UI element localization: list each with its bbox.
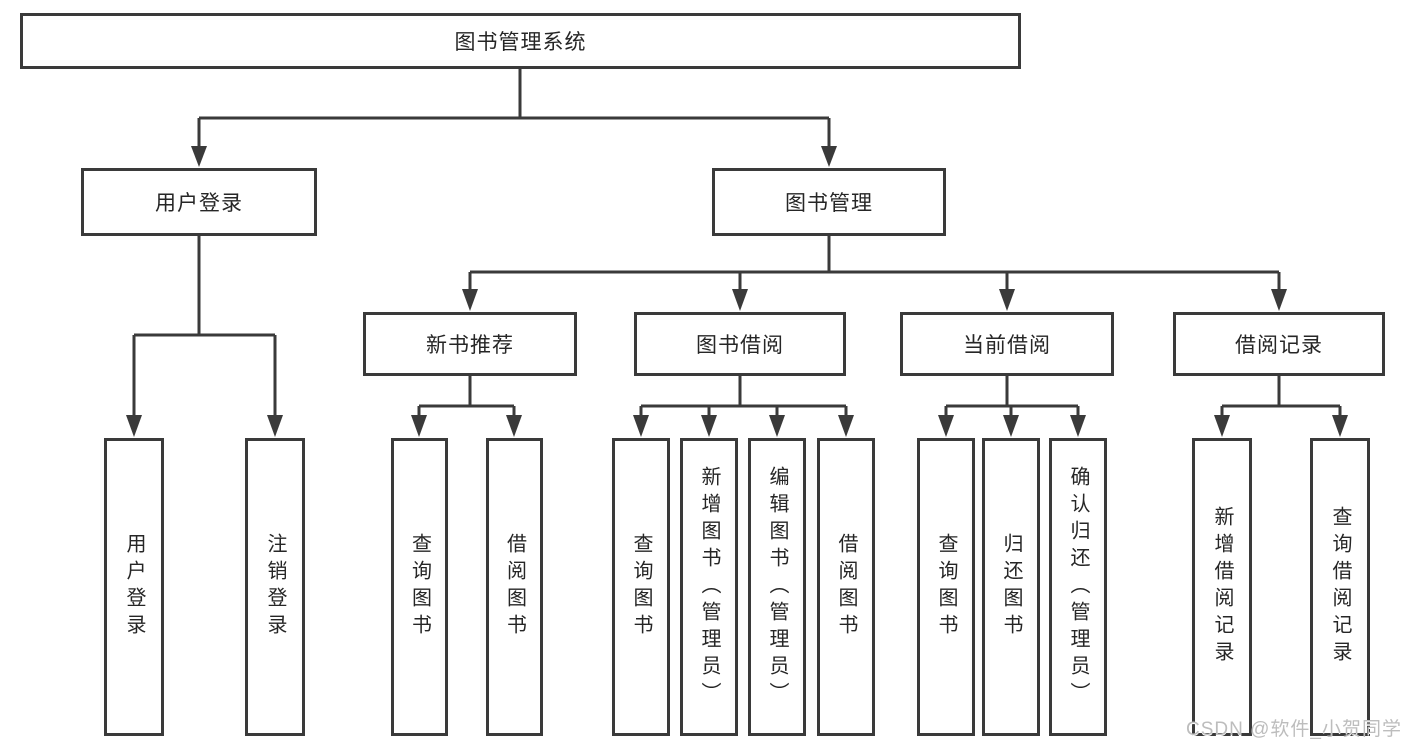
node-label: 新书推荐 [426, 334, 514, 357]
arrow-down-icon [732, 289, 748, 311]
node-borrow-books: 借阅图书 [817, 438, 875, 736]
arrow-down-icon [999, 289, 1015, 311]
arrow-down-icon [701, 415, 717, 437]
arrow-down-icon [191, 146, 207, 167]
node-borrow-books: 借阅图书 [486, 438, 543, 736]
node-label: 归还图书 [1000, 533, 1022, 641]
arrow-down-icon [462, 289, 478, 311]
node-label: 借阅图书 [503, 533, 526, 641]
node-label: 编辑图书（管理员） [766, 465, 788, 709]
node-label: 查询图书 [630, 533, 652, 641]
arrow-down-icon [633, 415, 649, 437]
csdn-watermark: CSDN @软件_小贺同学 [1186, 719, 1402, 740]
node-return-books: 归还图书 [982, 438, 1040, 736]
node-label: 新增图书（管理员） [698, 465, 720, 709]
arrow-down-icon [821, 146, 837, 167]
node-confirm-return-admin: 确认归还（管理员） [1049, 438, 1107, 736]
arrow-down-icon [938, 415, 954, 437]
arrow-down-icon [267, 415, 283, 437]
node-label: 借阅记录 [1235, 334, 1323, 357]
node-edit-book-admin: 编辑图书（管理员） [748, 438, 806, 736]
node-leaf-user-login: 用户登录 [104, 438, 164, 736]
node-leaf-logout: 注销登录 [245, 438, 305, 736]
arrow-down-icon [411, 415, 427, 437]
node-add-borrow-record: 新增借阅记录 [1192, 438, 1252, 736]
node-query-books: 查询图书 [391, 438, 448, 736]
node-label: 图书管理系统 [454, 31, 587, 54]
connector-user-login-children [126, 236, 283, 437]
node-library-management-system: 图书管理系统 [20, 13, 1021, 69]
node-label: 注销登录 [264, 533, 286, 641]
node-current-borrowing: 当前借阅 [900, 312, 1114, 376]
node-query-books: 查询图书 [917, 438, 975, 736]
node-label: 用户登录 [123, 533, 145, 641]
arrow-down-icon [1332, 415, 1348, 437]
arrow-down-icon [1214, 415, 1230, 437]
connector-book-borrow-children [633, 376, 854, 437]
node-label: 查询图书 [408, 533, 431, 641]
node-label: 图书管理 [785, 192, 873, 215]
connector-book-mgmt-to-level3 [462, 236, 1287, 311]
connector-root-to-level2 [191, 69, 837, 167]
node-label: 图书借阅 [696, 334, 784, 357]
node-borrowing-records: 借阅记录 [1173, 312, 1385, 376]
node-user-login: 用户登录 [81, 168, 317, 236]
arrow-down-icon [506, 415, 522, 437]
node-query-books: 查询图书 [612, 438, 670, 736]
node-label: 用户登录 [155, 192, 243, 215]
node-label: 确认归还（管理员） [1067, 465, 1089, 709]
connector-borrow-records-children [1214, 376, 1348, 437]
arrow-down-icon [769, 415, 785, 437]
arrow-down-icon [1003, 415, 1019, 437]
node-label: 新增借阅记录 [1211, 506, 1233, 668]
node-label: 查询图书 [935, 533, 957, 641]
node-book-management: 图书管理 [712, 168, 946, 236]
connector-current-borrow-children [938, 376, 1086, 437]
node-label: 查询借阅记录 [1329, 506, 1351, 668]
arrow-down-icon [1271, 289, 1287, 311]
node-query-borrow-record: 查询借阅记录 [1310, 438, 1370, 736]
node-book-borrowing: 图书借阅 [634, 312, 846, 376]
node-label: 当前借阅 [963, 334, 1051, 357]
connector-new-book-rec-children [411, 376, 522, 437]
arrow-down-icon [126, 415, 142, 437]
node-new-book-recommendation: 新书推荐 [363, 312, 577, 376]
arrow-down-icon [1070, 415, 1086, 437]
node-label: 借阅图书 [835, 533, 857, 641]
node-add-book-admin: 新增图书（管理员） [680, 438, 738, 736]
arrow-down-icon [838, 415, 854, 437]
